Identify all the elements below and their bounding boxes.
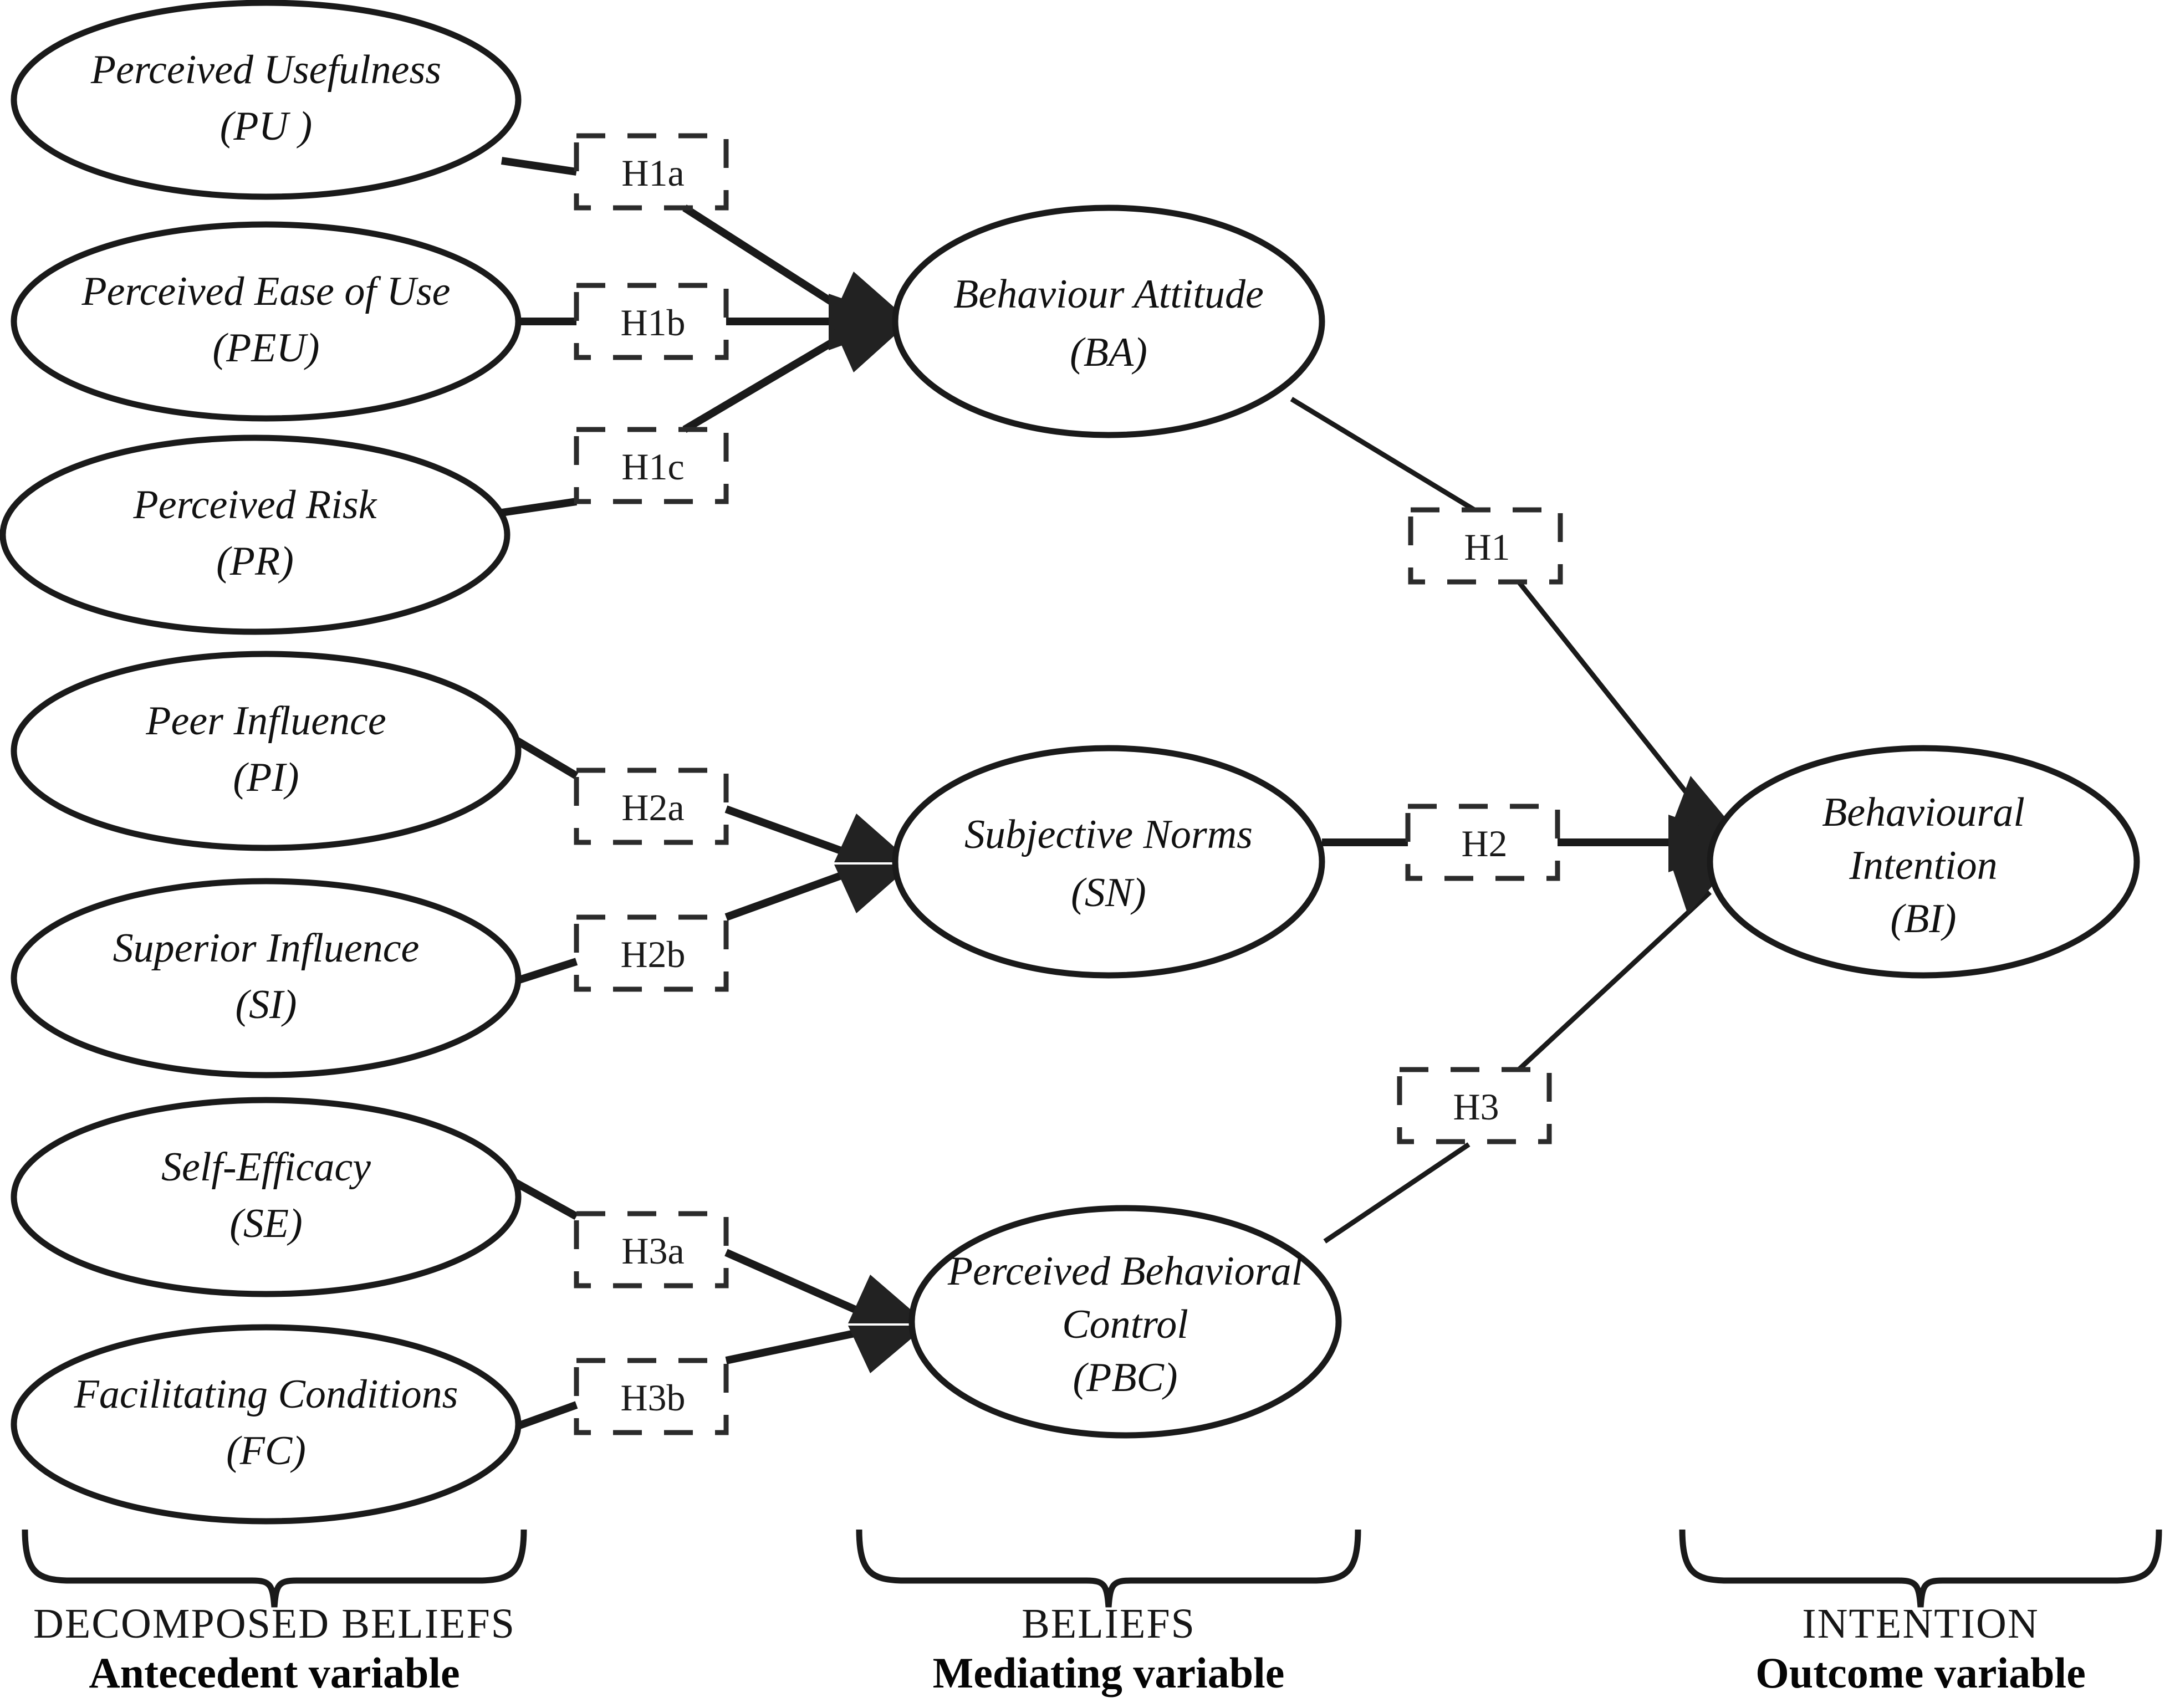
arrowhead-to-pbc-top bbox=[848, 1275, 927, 1323]
edge-h1c-ba bbox=[682, 326, 856, 433]
edge-h3b-pbc bbox=[725, 1326, 871, 1364]
edge-h2a-sn bbox=[724, 805, 858, 860]
hypothesis-label-h1b: H1b bbox=[620, 301, 685, 344]
hypothesis-label-h3b: H3b bbox=[620, 1377, 685, 1419]
node-perceived-behavioral-control[interactable]: Perceived Behavioral Control (PBC) bbox=[908, 1205, 1342, 1439]
hypothesis-h2[interactable]: H2 bbox=[1405, 804, 1560, 881]
edge-pu-h1a bbox=[501, 157, 578, 176]
nodes: Perceived Usefulness (PU ) Perceived Eas… bbox=[0, 0, 2140, 1525]
group-caption-top-decomposed: DECOMPOSED BELIEFS bbox=[33, 1600, 515, 1647]
edge-h2b-sn bbox=[724, 866, 858, 921]
node-label-pbc-line3: (PBC) bbox=[1073, 1355, 1177, 1400]
node-label-peu-line1: Perceived Ease of Use bbox=[81, 269, 450, 314]
hypothesis-h1a[interactable]: H1a bbox=[574, 133, 729, 211]
node-perceived-usefulness[interactable]: Perceived Usefulness (PU ) bbox=[11, 0, 522, 200]
brace-intention bbox=[1679, 1529, 2162, 1608]
hypothesis-h3a[interactable]: H3a bbox=[574, 1211, 729, 1288]
group-caption-bottom-beliefs: Mediating variable bbox=[933, 1649, 1285, 1697]
node-label-pr-line1: Perceived Risk bbox=[133, 482, 377, 528]
node-label-fc-line1: Facilitating Conditions bbox=[74, 1372, 458, 1417]
node-label-pi-line1: Peer Influence bbox=[145, 698, 386, 744]
node-label-bi-line3: (BI) bbox=[1890, 896, 1956, 942]
hypothesis-label-h2a: H2a bbox=[621, 786, 684, 829]
node-label-sn-line2: (SN) bbox=[1071, 870, 1146, 916]
brace-decomposed-beliefs bbox=[22, 1529, 527, 1608]
group-caption-bottom-decomposed: Antecedent variable bbox=[89, 1649, 460, 1697]
edge-h1a-ba bbox=[682, 204, 856, 319]
edge-pbc-h3 bbox=[1323, 1142, 1471, 1244]
hypothesis-h1b[interactable]: H1b bbox=[574, 283, 729, 360]
node-label-pr-line2: (PR) bbox=[216, 539, 294, 584]
group-intention: INTENTION Outcome variable bbox=[1679, 1529, 2162, 1697]
hypothesis-label-h3a: H3a bbox=[621, 1230, 684, 1272]
node-peer-influence[interactable]: Peer Influence (PI) bbox=[11, 651, 522, 851]
arrowhead-to-sn-top bbox=[834, 814, 912, 862]
node-label-pi-line2: (PI) bbox=[233, 755, 299, 800]
hypothesis-h3b[interactable]: H3b bbox=[574, 1358, 729, 1435]
arrowhead-to-sn-bot bbox=[834, 865, 912, 913]
node-perceived-risk[interactable]: Perceived Risk (PR) bbox=[0, 434, 510, 635]
group-braces: DECOMPOSED BELIEFS Antecedent variable B… bbox=[22, 1529, 2162, 1697]
hypothesis-label-h1c: H1c bbox=[621, 446, 684, 488]
node-label-pbc-line2: Control bbox=[1062, 1302, 1188, 1347]
node-label-se-line2: (SE) bbox=[229, 1201, 303, 1246]
hypothesis-h2a[interactable]: H2a bbox=[574, 768, 729, 845]
hypothesis-label-h3: H3 bbox=[1453, 1086, 1499, 1128]
node-self-efficacy[interactable]: Self-Efficacy (SE) bbox=[11, 1097, 522, 1297]
edge-h1-bi bbox=[1517, 580, 1715, 827]
group-beliefs: BELIEFS Mediating variable bbox=[856, 1529, 1361, 1697]
hypothesis-label-h1: H1 bbox=[1464, 526, 1510, 568]
hypothesis-label-h2: H2 bbox=[1461, 822, 1507, 865]
edge-h3a-pbc bbox=[724, 1249, 872, 1320]
arrowhead-to-pbc-bot bbox=[848, 1326, 927, 1373]
node-label-se-line1: Self-Efficacy bbox=[161, 1144, 371, 1190]
node-label-pbc-line1: Perceived Behavioral bbox=[947, 1249, 1303, 1294]
node-label-pu-line1: Perceived Usefulness bbox=[90, 47, 441, 93]
node-label-peu-line2: (PEU) bbox=[212, 325, 319, 371]
hypothesis-h2b[interactable]: H2b bbox=[574, 914, 729, 992]
node-label-pu-line2: (PU ) bbox=[220, 104, 312, 149]
group-caption-bottom-intention: Outcome variable bbox=[1755, 1649, 2086, 1697]
brace-beliefs bbox=[856, 1529, 1361, 1608]
hypothesis-h3[interactable]: H3 bbox=[1397, 1067, 1552, 1144]
node-perceived-ease-of-use[interactable]: Perceived Ease of Use (PEU) bbox=[11, 221, 522, 422]
edge-pr-h1c bbox=[501, 498, 578, 517]
node-label-fc-line2: (FC) bbox=[226, 1428, 306, 1474]
node-label-ba-line1: Behaviour Attitude bbox=[953, 272, 1264, 317]
edge-h3-bi bbox=[1517, 890, 1712, 1072]
node-label-bi-line1: Behavioural bbox=[1822, 790, 2025, 835]
group-caption-top-beliefs: BELIEFS bbox=[1022, 1600, 1196, 1647]
node-label-si-line2: (SI) bbox=[236, 982, 297, 1027]
node-label-bi-line2: Intention bbox=[1849, 843, 1997, 888]
hypothesis-h1c[interactable]: H1c bbox=[574, 427, 729, 504]
hypothesis-label-h2b: H2b bbox=[620, 933, 685, 975]
group-caption-top-intention: INTENTION bbox=[1802, 1600, 2039, 1647]
node-subjective-norms[interactable]: Subjective Norms (SN) bbox=[892, 745, 1325, 979]
arrowhead-to-ba-bot bbox=[831, 323, 909, 372]
node-label-si-line1: Superior Influence bbox=[113, 925, 420, 971]
node-label-sn-line1: Subjective Norms bbox=[964, 812, 1253, 857]
hypothesis-h1[interactable]: H1 bbox=[1408, 507, 1563, 585]
node-label-ba-line2: (BA) bbox=[1070, 330, 1147, 375]
hypothesis-boxes: H1a H1b H1c H2a H2b H3a bbox=[574, 133, 1563, 1435]
edge-ba-h1 bbox=[1290, 397, 1476, 512]
node-superior-influence[interactable]: Superior Influence (SI) bbox=[11, 878, 522, 1078]
node-behaviour-attitude[interactable]: Behaviour Attitude (BA) bbox=[892, 204, 1325, 438]
node-behavioural-intention[interactable]: Behavioural Intention (BI) bbox=[1707, 745, 2140, 979]
group-decomposed-beliefs: DECOMPOSED BELIEFS Antecedent variable bbox=[22, 1529, 527, 1697]
hypothesis-label-h1a: H1a bbox=[621, 152, 684, 194]
node-facilitating-conditions[interactable]: Facilitating Conditions (FC) bbox=[11, 1324, 522, 1525]
